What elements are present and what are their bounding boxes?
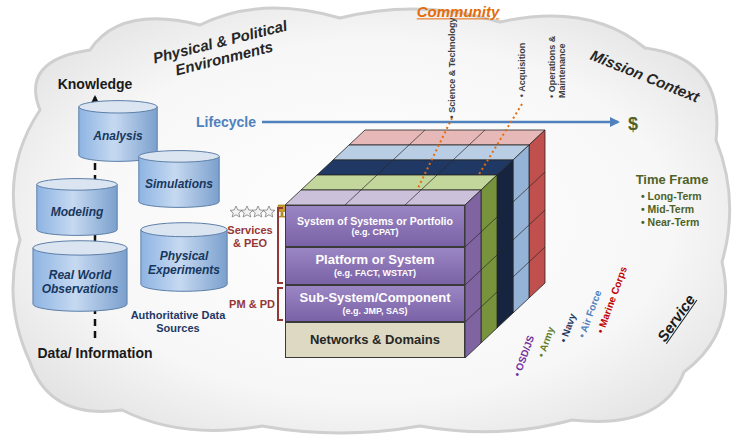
column-divider — [405, 190, 421, 205]
cloud-background — [13, 8, 730, 433]
slice-side — [481, 175, 497, 343]
column-divider — [377, 160, 393, 175]
data-label: Data/ Information — [37, 345, 152, 361]
layer-divider — [497, 240, 513, 255]
layer-divider — [465, 307, 481, 322]
star — [263, 206, 275, 217]
timeframe-item: • Long-Term — [641, 190, 702, 202]
slice-side — [513, 145, 529, 313]
layer-box: Platform or System(e.g. FACT, WSTAT) — [285, 247, 465, 285]
echelon-label: Services & PEO — [222, 224, 278, 249]
column-divider — [437, 160, 453, 175]
lifecycle-arrow — [262, 121, 618, 124]
cost-symbol: $ — [628, 114, 638, 135]
slice-top — [285, 190, 481, 205]
layer-divider — [497, 202, 513, 217]
slice-top — [301, 175, 497, 190]
data-cylinder: Real World Observations — [32, 240, 128, 312]
timeframe-item: • Near-Term — [641, 216, 699, 228]
column-divider — [453, 145, 469, 160]
cylinder-body — [139, 156, 219, 207]
community-item: • Operations & Maintenance — [547, 26, 568, 98]
node-label: Analysis — [93, 130, 142, 144]
star — [230, 206, 242, 217]
lifecycle-label: Lifecycle — [196, 114, 256, 130]
column-divider — [409, 130, 425, 145]
rating-stars — [230, 206, 275, 217]
layer-box: Sub-System/Component(e.g. JMP, SAS) — [285, 285, 465, 322]
layer-divider — [497, 277, 513, 292]
data-cylinder: Modeling — [36, 178, 118, 236]
slice-top — [333, 145, 529, 160]
cylinder-body — [141, 230, 227, 292]
data-sources-label: Authoritative Data Sources — [130, 309, 226, 334]
layer-divider — [513, 262, 529, 277]
node-example: (e.g. CPAT) — [351, 227, 398, 237]
cube-slices — [285, 130, 545, 358]
node-label: Sub-System/Component — [300, 291, 451, 306]
node-label: Simulations — [145, 178, 213, 192]
community-leader — [418, 118, 452, 188]
cylinder-body — [33, 248, 127, 311]
timeframe-item: • Mid-Term — [641, 203, 694, 215]
node-example: (e.g. JMP, SAS) — [343, 306, 408, 316]
data-cylinder: Physical Experiments — [140, 222, 228, 292]
node-example: (e.g. FACT, WSTAT) — [334, 268, 416, 278]
timeframe-heading: Time Frame — [636, 173, 709, 188]
data-cylinder: Simulations — [138, 150, 220, 208]
node-label: System of Systems or Portfolio — [297, 215, 453, 227]
layer-divider — [481, 255, 497, 270]
community-leader — [478, 104, 522, 176]
cylinder-top — [37, 179, 117, 191]
slice-side — [465, 190, 481, 358]
node-label: Real World Observations — [38, 269, 122, 297]
layer-divider — [465, 232, 481, 247]
slice-top — [349, 130, 545, 145]
layer-divider — [529, 210, 545, 225]
cylinder-body — [37, 184, 117, 235]
layer-divider — [465, 270, 481, 285]
layer-divider — [529, 247, 545, 262]
node-label: Physical Experiments — [146, 250, 222, 278]
cylinder-top — [79, 101, 157, 113]
cylinder-top — [141, 223, 227, 237]
star — [252, 206, 264, 217]
community-item: • Acquisition — [517, 43, 527, 97]
community-item: • Science & Technology — [447, 17, 457, 118]
knowledge-label: Knowledge — [58, 76, 133, 92]
bracket — [278, 288, 283, 320]
layer-divider — [529, 172, 545, 187]
node-label: Modeling — [51, 206, 104, 220]
column-divider — [393, 145, 409, 160]
column-divider — [345, 190, 361, 205]
layer-divider — [481, 292, 497, 307]
layer-divider — [513, 225, 529, 240]
node-label: Platform or System — [315, 253, 434, 268]
column-divider — [361, 175, 377, 190]
slice-top — [317, 160, 513, 175]
node-label: Networks & Domains — [310, 333, 440, 348]
layer-divider — [513, 187, 529, 202]
community-heading: Community — [417, 3, 500, 20]
cylinder-top — [139, 151, 219, 163]
echelon-label: PM & PD — [229, 298, 275, 311]
bracket — [278, 208, 283, 283]
slice-side — [529, 130, 545, 298]
star — [241, 206, 253, 217]
layer-box: System of Systems or Portfolio(e.g. CPAT… — [285, 205, 465, 247]
column-divider — [469, 130, 485, 145]
cylinder-top — [33, 241, 127, 255]
layer-box: Networks & Domains — [285, 322, 465, 358]
layer-divider — [481, 217, 497, 232]
slice-side — [497, 160, 513, 328]
